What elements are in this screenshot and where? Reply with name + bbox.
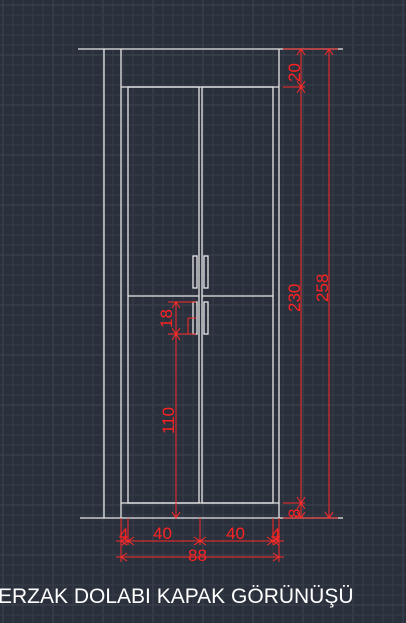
door-right [201,86,274,504]
dim-total-width: 88 [188,546,207,565]
dim-right-door-width: 40 [226,524,245,543]
dim-handle-from-bottom: 110 [159,407,178,434]
drawing-title: ERZAK DOLABI KAPAK GÖRÜNÜŞÜ [0,585,354,608]
dim-top-panel: 20 [285,63,304,82]
dimension-lines [116,48,338,562]
dim-right-edge: 4 [271,525,280,544]
dim-bottom-base: 8 [285,509,304,518]
dim-door-height: 230 [285,284,304,312]
door-left [127,86,200,504]
dim-handle-length: 18 [157,309,176,328]
dim-left-door-width: 40 [153,524,172,543]
dim-total-height: 258 [313,274,332,302]
dim-left-edge: 4 [119,525,128,544]
